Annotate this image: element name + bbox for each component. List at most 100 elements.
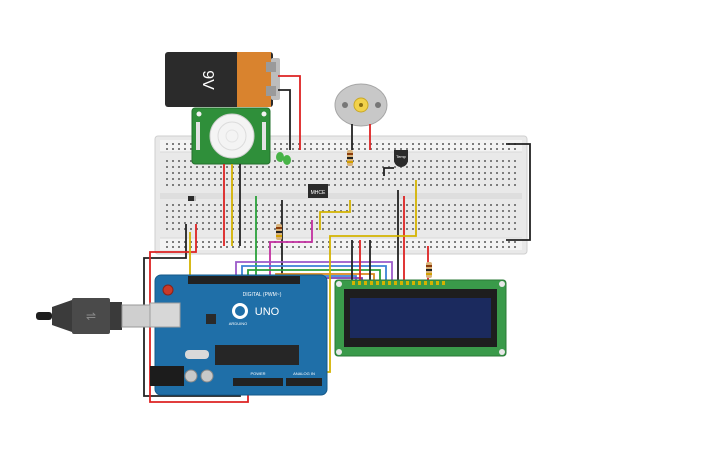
breadboard-hole <box>298 178 300 180</box>
breadboard-hole <box>244 210 246 212</box>
resistor-2[interactable] <box>276 224 282 240</box>
breadboard-hole <box>310 204 312 206</box>
breadboard-hole <box>166 216 168 218</box>
breadboard-hole <box>280 204 282 206</box>
breadboard-hole <box>274 160 276 162</box>
breadboard-hole <box>412 184 414 186</box>
breadboard-hole <box>298 204 300 206</box>
breadboard-hole <box>472 222 474 224</box>
breadboard-hole <box>238 210 240 212</box>
breadboard-hole <box>340 241 342 243</box>
breadboard-hole <box>316 172 318 174</box>
breadboard-hole <box>382 184 384 186</box>
breadboard-hole <box>340 228 342 230</box>
breadboard-hole <box>400 210 402 212</box>
breadboard-hole <box>208 172 210 174</box>
breadboard-hole <box>508 172 510 174</box>
breadboard-hole <box>382 172 384 174</box>
breadboard-hole <box>514 246 516 248</box>
breadboard-hole <box>328 210 330 212</box>
breadboard-hole <box>244 228 246 230</box>
usb-cable[interactable]: ⇌ <box>36 298 157 334</box>
breadboard-hole <box>472 216 474 218</box>
breadboard-hole <box>268 166 270 168</box>
breadboard-hole <box>328 143 330 145</box>
breadboard-hole <box>424 148 426 150</box>
breadboard-hole <box>334 241 336 243</box>
breadboard-hole <box>490 204 492 206</box>
breadboard-hole <box>472 143 474 145</box>
breadboard-hole <box>442 210 444 212</box>
breadboard-hole <box>400 228 402 230</box>
breadboard-hole <box>172 160 174 162</box>
breadboard-hole <box>304 246 306 248</box>
breadboard[interactable] <box>154 135 528 255</box>
breadboard-hole <box>448 148 450 150</box>
breadboard-hole <box>262 204 264 206</box>
breadboard-hole <box>424 210 426 212</box>
breadboard-hole <box>172 178 174 180</box>
breadboard-hole <box>190 246 192 248</box>
mosfet-chip[interactable]: MHCE <box>308 184 328 198</box>
svg-text:⇌: ⇌ <box>86 309 96 323</box>
breadboard-hole <box>478 222 480 224</box>
breadboard-hole <box>472 172 474 174</box>
breadboard-hole <box>514 228 516 230</box>
breadboard-hole <box>256 210 258 212</box>
breadboard-hole <box>484 143 486 145</box>
breadboard-hole <box>274 210 276 212</box>
breadboard-hole <box>442 143 444 145</box>
breadboard-hole <box>334 228 336 230</box>
breadboard-hole <box>220 216 222 218</box>
breadboard-hole <box>220 246 222 248</box>
resistor-3[interactable] <box>426 262 432 278</box>
breadboard-hole <box>436 178 438 180</box>
breadboard-hole <box>208 246 210 248</box>
breadboard-hole <box>184 172 186 174</box>
breadboard-hole <box>208 178 210 180</box>
breadboard-hole <box>340 166 342 168</box>
breadboard-hole <box>442 148 444 150</box>
pir-sensor[interactable] <box>191 107 271 165</box>
breadboard-hole <box>388 184 390 186</box>
breadboard-hole <box>412 204 414 206</box>
temp-sensor[interactable]: Temp <box>394 150 408 167</box>
breadboard-hole <box>400 143 402 145</box>
breadboard-hole <box>448 166 450 168</box>
breadboard-hole <box>424 184 426 186</box>
breadboard-hole <box>364 222 366 224</box>
breadboard-hole <box>382 241 384 243</box>
arduino-uno[interactable]: DIGITAL (PWM~) UNO ARDUINO POWER ANALOG … <box>149 274 328 396</box>
breadboard-hole <box>394 204 396 206</box>
breadboard-hole <box>316 228 318 230</box>
breadboard-hole <box>472 166 474 168</box>
breadboard-hole <box>418 166 420 168</box>
breadboard-hole <box>358 241 360 243</box>
diode[interactable] <box>188 196 196 201</box>
lcd-display[interactable] <box>334 279 507 357</box>
breadboard-hole <box>268 241 270 243</box>
breadboard-hole <box>496 204 498 206</box>
breadboard-hole <box>262 241 264 243</box>
breadboard-hole <box>400 246 402 248</box>
breadboard-hole <box>226 222 228 224</box>
breadboard-hole <box>448 228 450 230</box>
breadboard-hole <box>280 178 282 180</box>
breadboard-hole <box>316 210 318 212</box>
breadboard-hole <box>472 204 474 206</box>
breadboard-hole <box>454 143 456 145</box>
dc-motor[interactable] <box>334 83 388 127</box>
resistor-1[interactable] <box>347 150 353 166</box>
breadboard-hole <box>196 184 198 186</box>
breadboard-hole <box>370 216 372 218</box>
battery-9v[interactable]: 9V <box>165 52 280 107</box>
green-leds[interactable] <box>276 152 291 165</box>
breadboard-hole <box>412 143 414 145</box>
breadboard-hole <box>370 160 372 162</box>
breadboard-hole <box>358 148 360 150</box>
breadboard-hole <box>424 166 426 168</box>
breadboard-hole <box>214 246 216 248</box>
breadboard-hole <box>430 143 432 145</box>
breadboard-hole <box>268 222 270 224</box>
